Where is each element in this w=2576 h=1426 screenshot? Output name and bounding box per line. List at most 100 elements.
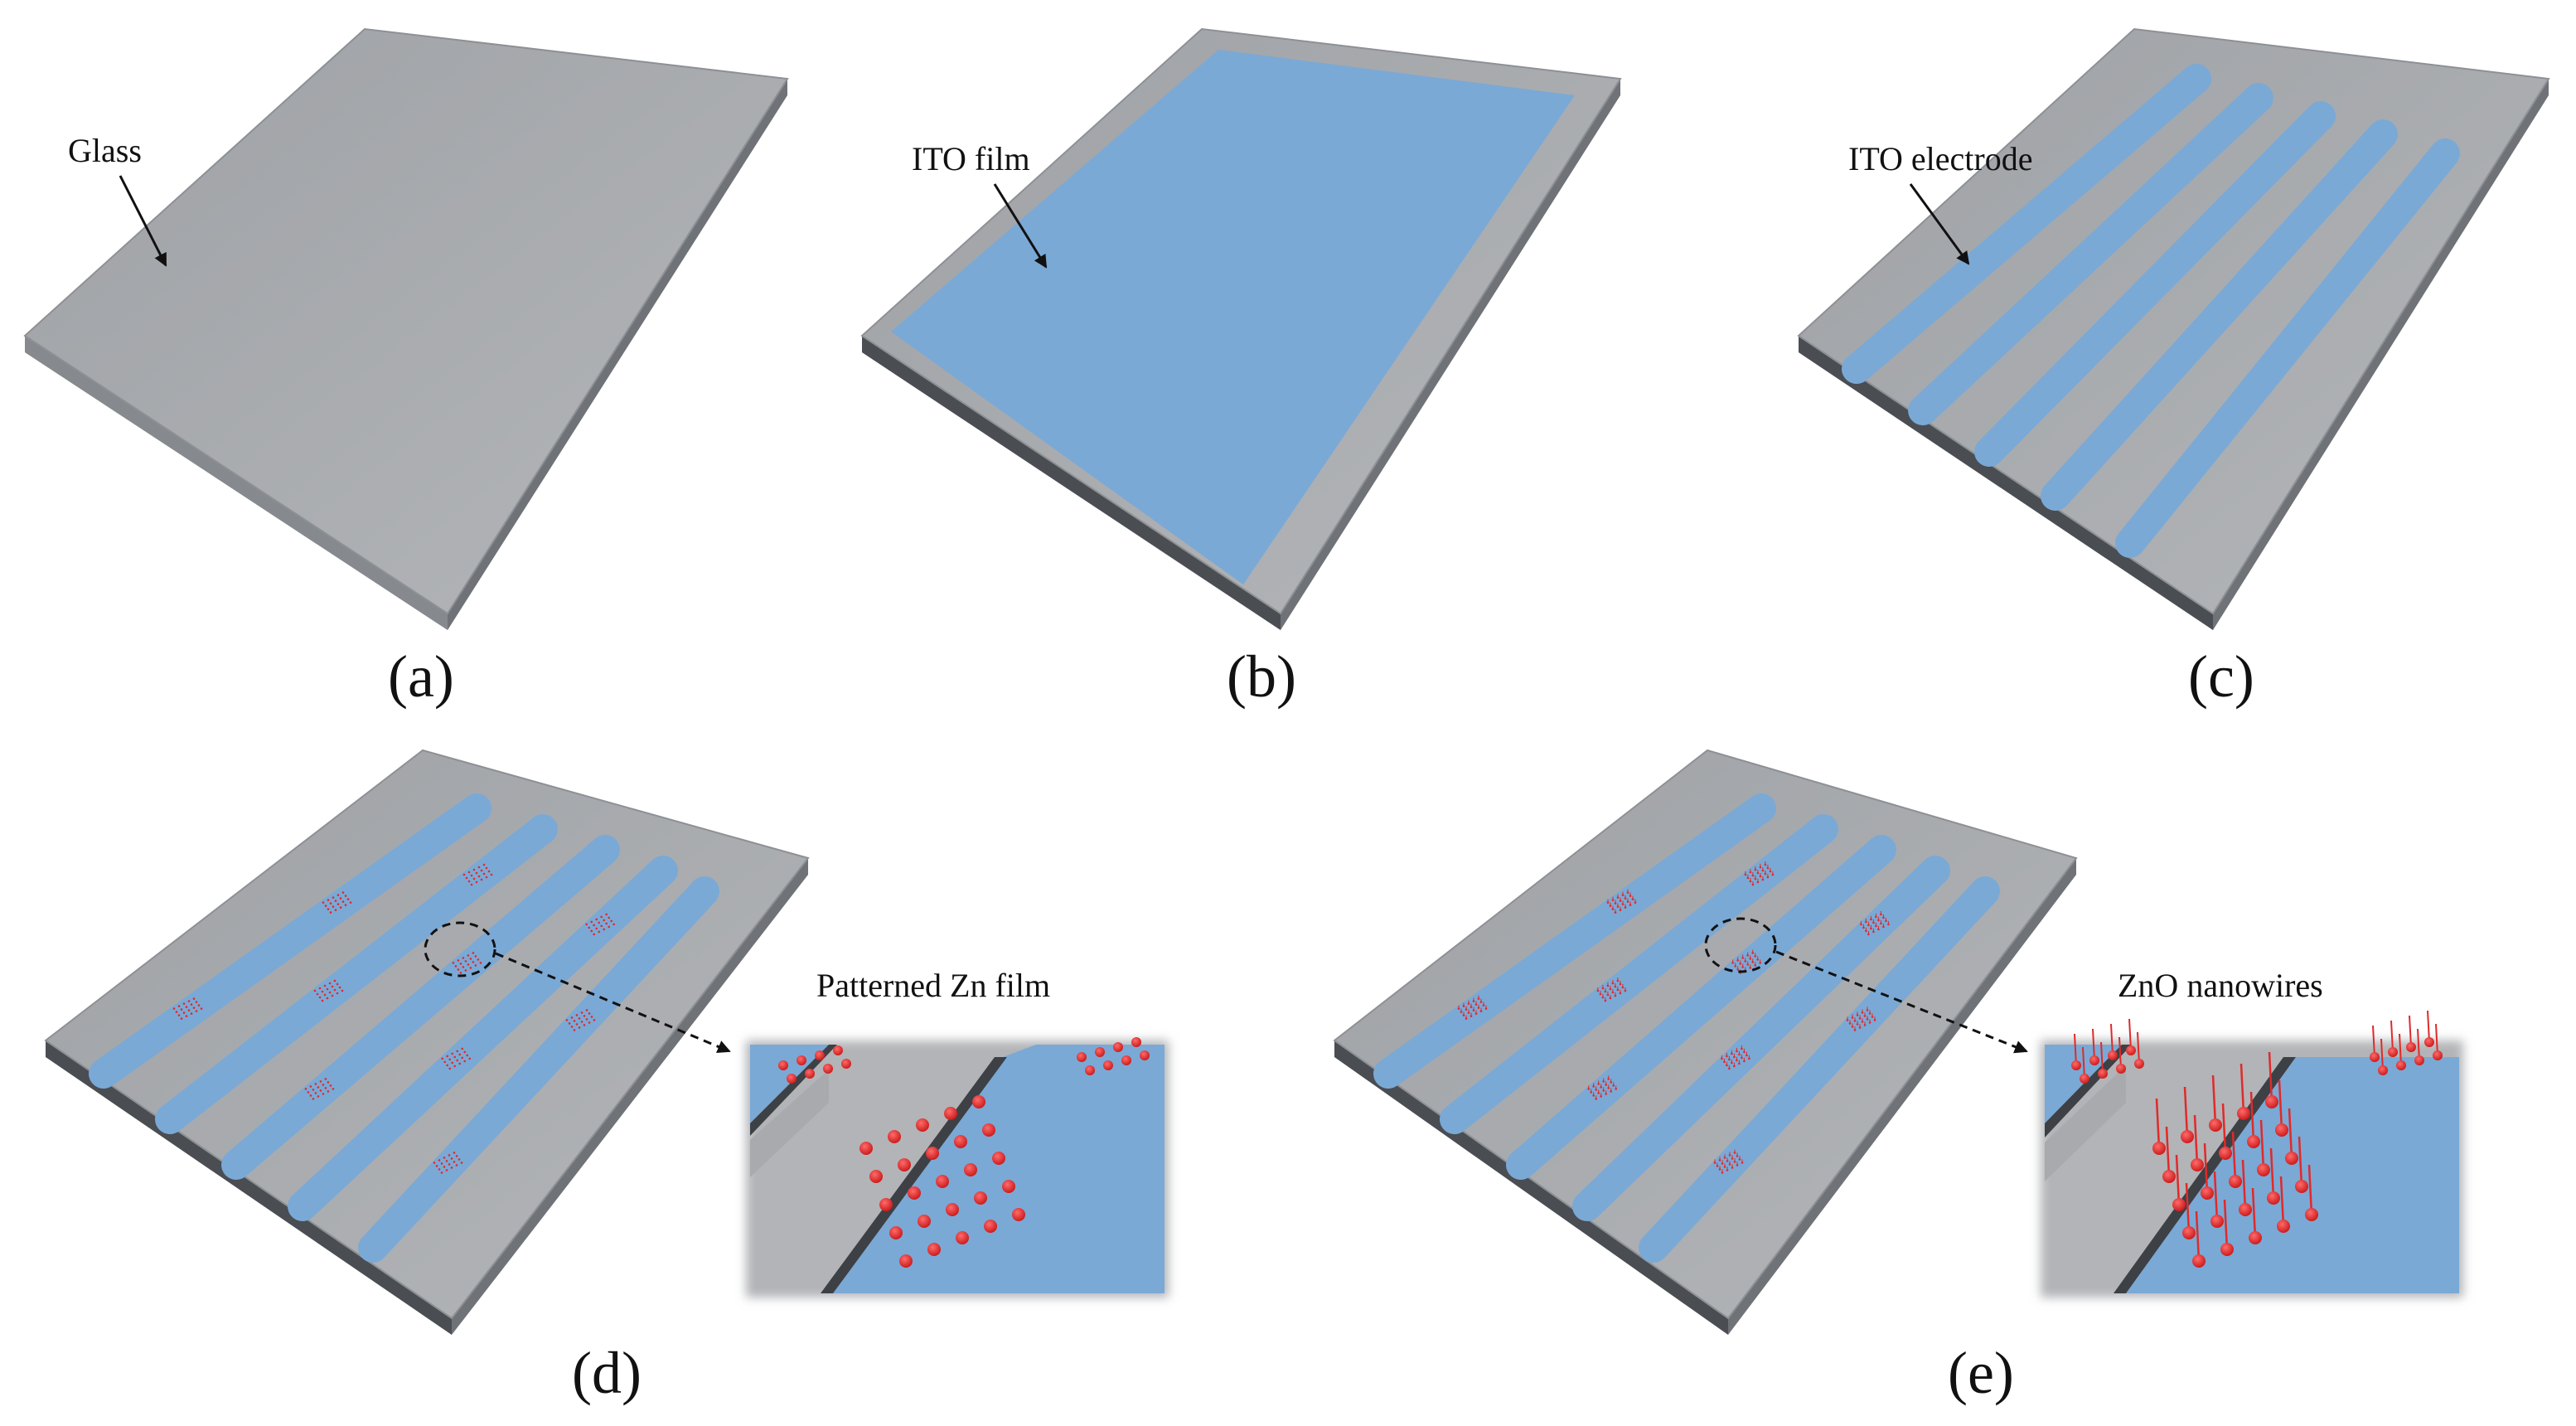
electrode-strip-5	[2115, 138, 2460, 558]
panel-b: ITO film (b)	[860, 27, 1622, 710]
nanowire	[2185, 1182, 2191, 1234]
nanowire	[2110, 1023, 2114, 1056]
pattern-patch	[322, 891, 352, 914]
zn-dot	[2378, 1065, 2388, 1075]
glass-side-left-c	[1799, 336, 2213, 630]
pattern-patch	[1721, 1045, 1750, 1070]
zn-dot	[2275, 1123, 2288, 1137]
zno-pattern-arrays	[1457, 861, 1890, 1174]
nanowire	[2380, 1038, 2384, 1071]
zn-dot	[972, 1095, 985, 1108]
ito-electrodes-d	[89, 793, 719, 1263]
zn-dot	[2181, 1130, 2194, 1143]
zn-dot	[815, 1050, 825, 1060]
zn-dot	[2267, 1191, 2280, 1205]
glass-side-left-e	[1334, 1040, 1728, 1335]
glass-arrow	[119, 175, 167, 267]
nanowire	[2082, 1046, 2085, 1079]
electrode-strip-d3	[221, 835, 620, 1180]
zn-dot	[2257, 1163, 2270, 1176]
zn-dot	[2388, 1047, 2398, 1057]
zn-dot	[859, 1142, 873, 1155]
nanowire	[2298, 1136, 2303, 1187]
glass-side-left	[25, 336, 448, 630]
zn-dot	[2433, 1050, 2443, 1060]
zn-dot	[2239, 1203, 2252, 1216]
pattern-patch	[565, 1009, 596, 1031]
zn-dot	[2152, 1142, 2166, 1155]
pattern-patch	[462, 863, 493, 886]
zn-dot	[2126, 1045, 2136, 1055]
zn-dot	[956, 1231, 969, 1244]
nanowire	[2118, 1036, 2122, 1070]
zoom-arrow-e	[1775, 950, 2028, 1054]
nanowire	[2155, 1098, 2161, 1149]
zn-dot	[2098, 1069, 2108, 1079]
nanowire	[2427, 1010, 2430, 1043]
zn-dot	[2237, 1107, 2250, 1120]
panel-d: Patterned Zn film (d)	[44, 749, 1169, 1406]
caption-b: (b)	[1227, 643, 1296, 710]
electrode-strip-2	[1908, 83, 2273, 425]
nanowire	[2100, 1041, 2104, 1074]
glass-side-right-e	[1728, 858, 2076, 1335]
nanowire	[2211, 1074, 2217, 1126]
zn-dot	[2229, 1175, 2242, 1188]
glass-side-right-c	[2213, 79, 2549, 630]
zn-dot	[974, 1191, 987, 1205]
patterned-zn-label: Patterned Zn film	[816, 967, 1050, 1004]
pattern-patch	[1846, 1006, 1876, 1031]
zn-dot	[2191, 1158, 2204, 1171]
electrode-strip-e2	[1440, 814, 1838, 1134]
zn-dot	[805, 1069, 815, 1079]
zno-nanowires-label: ZnO nanowires	[2118, 967, 2323, 1004]
zoom-region-circle-e	[1704, 917, 1777, 973]
nanowire	[2128, 1018, 2132, 1051]
glass-side-left-b	[862, 336, 1281, 630]
zn-dot	[2285, 1152, 2298, 1165]
zn-dot	[2249, 1231, 2262, 1244]
zn-dot	[944, 1107, 957, 1120]
zn-dot	[2172, 1198, 2186, 1211]
nanowire	[2278, 1079, 2283, 1131]
panel-a: Glass (a)	[23, 27, 789, 710]
zn-dot	[879, 1198, 893, 1211]
nanowire	[2231, 1131, 2237, 1182]
caption-e: (e)	[1948, 1340, 2014, 1406]
zn-dot	[2295, 1180, 2308, 1193]
zoom-inset-d	[746, 1037, 1169, 1297]
zn-dot	[2108, 1050, 2118, 1060]
nanowire	[2175, 1154, 2181, 1205]
nanowire	[2268, 1051, 2273, 1103]
nanowire	[2183, 1086, 2189, 1137]
glass-side-right-d	[452, 858, 808, 1335]
zn-dot	[2305, 1208, 2318, 1221]
caption-a: (a)	[388, 643, 454, 710]
zn-dot	[1077, 1052, 1087, 1062]
zn-dot	[833, 1045, 843, 1055]
zn-dot	[2424, 1037, 2434, 1047]
zn-dot	[954, 1135, 967, 1148]
pattern-patch	[1731, 949, 1761, 974]
nanowire	[2137, 1031, 2140, 1065]
electrode-strip-4	[2041, 119, 2398, 511]
zn-dot	[2162, 1170, 2176, 1183]
pattern-patch	[585, 913, 615, 936]
caption-d: (d)	[572, 1340, 642, 1406]
zn-dot	[2134, 1059, 2144, 1069]
zn-dot	[1002, 1180, 1015, 1193]
ito-electrode-arrow	[1909, 183, 1970, 265]
pattern-patch	[304, 1078, 335, 1100]
nanowire	[2435, 1023, 2438, 1056]
pattern-patch	[1596, 977, 1627, 1002]
pattern-patch	[452, 952, 482, 974]
electrode-strip-1	[1842, 64, 2211, 384]
pattern-patch	[1606, 889, 1637, 914]
pattern-patch	[1457, 995, 1488, 1020]
nanowire	[2390, 1020, 2394, 1053]
nanowire	[2249, 1091, 2255, 1142]
nanowire	[2241, 1159, 2247, 1210]
zn-dot	[992, 1152, 1005, 1165]
zoom-inset-e	[2041, 1010, 2463, 1297]
zn-dot	[2265, 1095, 2278, 1108]
